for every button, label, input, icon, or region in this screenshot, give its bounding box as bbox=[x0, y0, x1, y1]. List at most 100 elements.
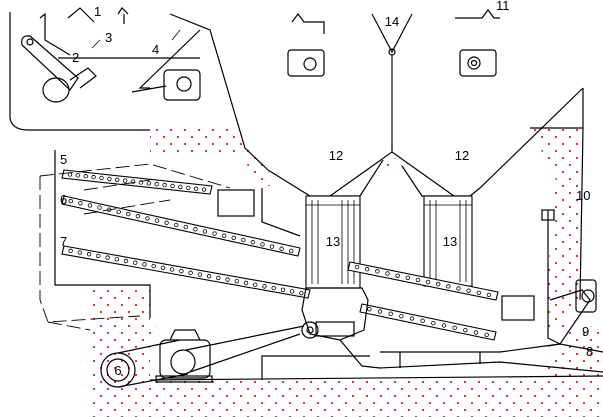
screen-hole bbox=[452, 325, 457, 331]
dotted-center-hopper bbox=[383, 158, 402, 172]
screen-hole bbox=[415, 277, 421, 283]
vibrator-tail bbox=[339, 339, 381, 369]
screen-hole bbox=[151, 263, 156, 269]
dashed-frame-outline bbox=[39, 163, 231, 331]
screen-hole bbox=[476, 290, 481, 295]
hopper-left bbox=[267, 159, 384, 197]
screen-hole bbox=[193, 186, 199, 191]
screen-hole bbox=[299, 290, 304, 296]
screen-hole bbox=[188, 270, 193, 276]
label-1: 1 bbox=[94, 4, 101, 19]
screen-hole bbox=[253, 282, 258, 287]
screen-hole bbox=[99, 175, 104, 181]
side-box-left bbox=[217, 189, 255, 217]
fan-right-hub bbox=[470, 59, 478, 67]
screen-hole bbox=[216, 275, 221, 281]
label-leader-3 bbox=[91, 39, 101, 49]
screen-upper-holes bbox=[67, 172, 207, 192]
housing-right-wall bbox=[579, 88, 584, 301]
screen-hole bbox=[441, 323, 447, 328]
side-box-right bbox=[501, 295, 535, 321]
screen-hole bbox=[365, 267, 370, 272]
screen-hole bbox=[154, 218, 160, 223]
vibrator-eccentric-hub bbox=[306, 326, 314, 334]
screen-middle-holes bbox=[68, 198, 294, 254]
drive-rods bbox=[185, 325, 305, 373]
screen-hole bbox=[377, 309, 383, 314]
screen-hole bbox=[123, 258, 129, 264]
screen-hole bbox=[178, 184, 183, 190]
screen-hole bbox=[146, 181, 152, 186]
dotted-bottom-left bbox=[90, 288, 545, 417]
rod-10 bbox=[547, 210, 561, 345]
label-6: 6 bbox=[60, 192, 67, 207]
screen-hole bbox=[145, 216, 150, 221]
screen-hole bbox=[446, 284, 451, 289]
fan-right-bracket bbox=[455, 9, 500, 19]
label-6-motor: 6 bbox=[114, 363, 121, 378]
screen-hole bbox=[77, 250, 83, 255]
screen-hole bbox=[115, 177, 120, 182]
lever-handle bbox=[69, 67, 97, 89]
housing-top-left bbox=[9, 12, 150, 131]
screen-hole bbox=[289, 248, 294, 254]
vibrator-unit bbox=[301, 287, 381, 369]
housing-bottom-inner bbox=[261, 355, 370, 380]
screen-hole bbox=[97, 205, 102, 210]
bracket-right bbox=[575, 279, 597, 313]
screen-hole bbox=[212, 231, 217, 236]
screen-hole bbox=[436, 282, 441, 287]
lever-pivot bbox=[26, 38, 34, 46]
screen-hole bbox=[154, 182, 159, 187]
side-duct bbox=[261, 188, 301, 237]
sieve-right-ribs bbox=[424, 200, 472, 282]
screen-hole bbox=[250, 240, 256, 245]
screen-hole bbox=[179, 268, 184, 274]
screen-hole bbox=[388, 311, 393, 317]
dotted-right-lower bbox=[545, 325, 603, 417]
screen-hole bbox=[197, 272, 203, 277]
screen-right-lower-holes bbox=[367, 306, 489, 338]
dotted-regions bbox=[90, 128, 603, 417]
screen-hole bbox=[186, 185, 191, 190]
label-14: 14 bbox=[385, 14, 399, 29]
screen-hole bbox=[122, 178, 128, 183]
vibrator-body bbox=[301, 287, 369, 341]
label-8: 8 bbox=[586, 344, 593, 359]
fan-middle-housing bbox=[287, 49, 325, 77]
screen-hole bbox=[86, 252, 92, 257]
screen-hole bbox=[456, 286, 461, 291]
fan-unit-middle bbox=[287, 13, 325, 77]
label-12-right: 12 bbox=[455, 148, 469, 163]
chamber-vent-1 bbox=[67, 7, 95, 23]
screen-hole bbox=[241, 237, 246, 243]
top-left-chamber bbox=[39, 7, 269, 171]
screen-hole bbox=[484, 332, 489, 338]
suspension-rope-v bbox=[371, 13, 413, 54]
screen-hole bbox=[463, 327, 468, 333]
screen-hole bbox=[243, 280, 249, 286]
dashed-inner bbox=[83, 179, 171, 215]
screen-hole bbox=[225, 277, 230, 282]
label-12-left: 12 bbox=[329, 148, 343, 163]
screen-hole bbox=[486, 292, 492, 298]
screen-hole bbox=[405, 275, 410, 280]
motor-top bbox=[169, 329, 201, 341]
screen-hole bbox=[193, 227, 198, 232]
screen-hole bbox=[385, 271, 390, 276]
lever-knob bbox=[42, 77, 70, 103]
right-mechanism bbox=[379, 209, 603, 373]
sieve-box-left bbox=[305, 195, 361, 289]
screen-right-upper bbox=[347, 261, 499, 301]
housing bbox=[9, 12, 603, 381]
screen-lower-holes bbox=[68, 248, 304, 296]
motor-base bbox=[155, 375, 213, 383]
screen-hole bbox=[354, 264, 360, 270]
suspension-cables bbox=[329, 55, 455, 197]
fan-left-arm bbox=[131, 85, 167, 93]
screen-hole bbox=[271, 285, 276, 291]
motor-rotor bbox=[170, 349, 196, 375]
fan-unit-left bbox=[131, 69, 201, 101]
dotted-right-column bbox=[530, 128, 583, 330]
fan-right-housing bbox=[459, 49, 497, 77]
